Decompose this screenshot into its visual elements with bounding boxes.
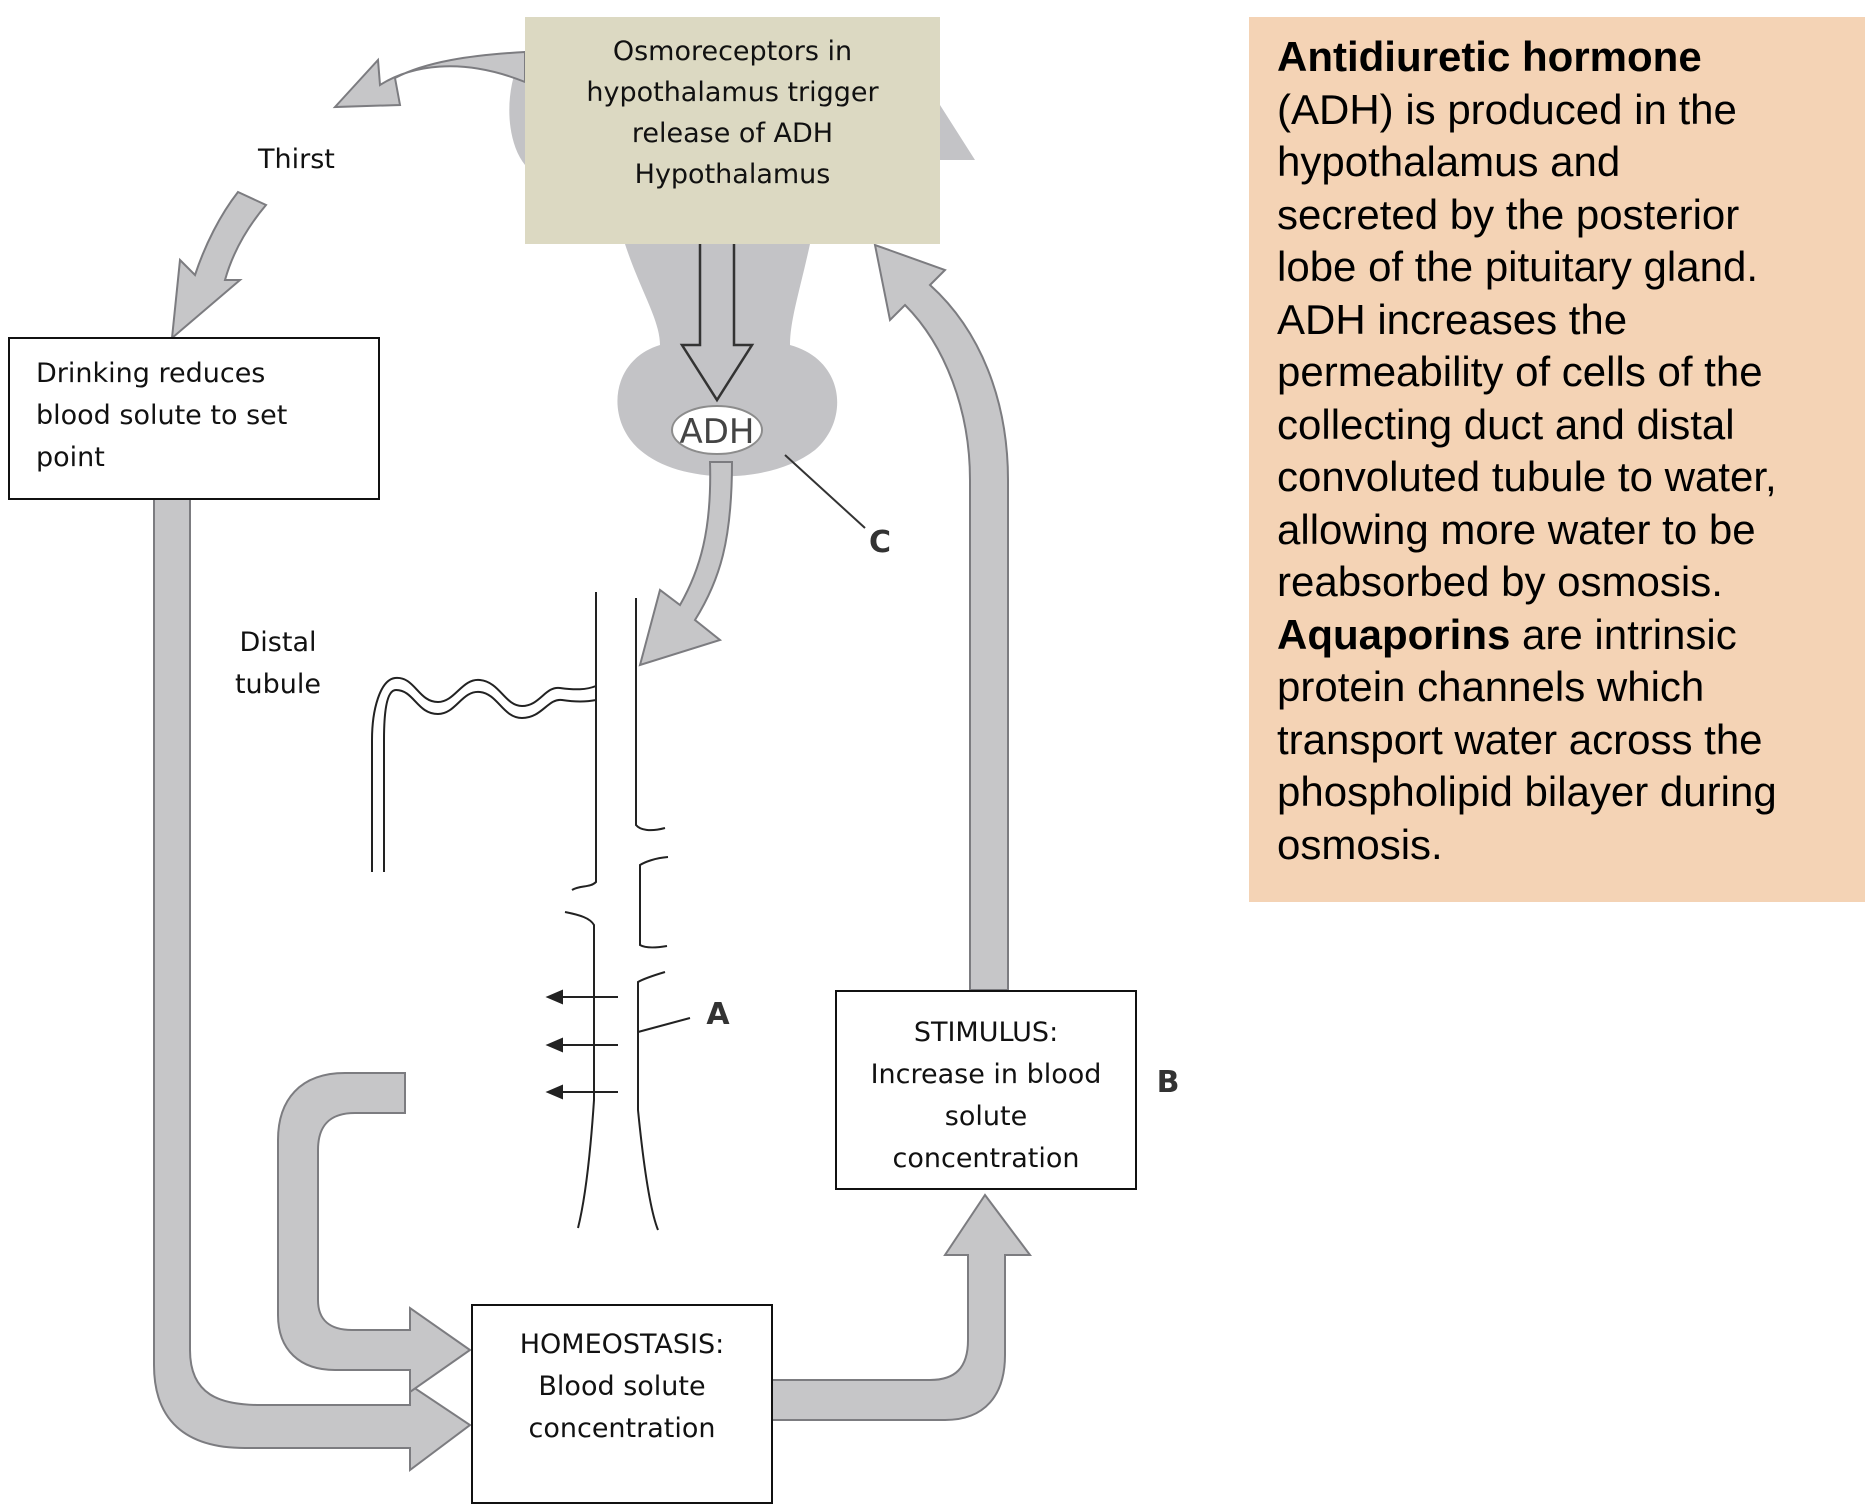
info-line: Aquaporins are intrinsic xyxy=(1277,610,1737,658)
info-line: convoluted tubule to water, xyxy=(1277,453,1777,500)
reabsorption-to-homeostasis-arrow xyxy=(277,1072,472,1394)
hypothalamus-box: Osmoreceptors in hypothalamus trigger re… xyxy=(525,17,940,244)
drinking-to-homeostasis-arrow xyxy=(153,497,472,1472)
hypothalamus-box-line: hypothalamus trigger xyxy=(586,77,879,108)
info-line: phospholipid bilayer during xyxy=(1277,768,1777,815)
info-line: reabsorbed by osmosis. xyxy=(1277,558,1723,605)
info-line: ADH increases the xyxy=(1277,295,1628,343)
stimulus-to-hypothalamus-arrow xyxy=(873,243,1009,991)
thirst-label: Thirst xyxy=(252,139,341,181)
stimulus-box: STIMULUS: Increase in blood solute conce… xyxy=(835,990,1137,1190)
homeostasis-box-line: Blood solute xyxy=(538,1371,706,1402)
hypothalamus-box-line: Osmoreceptors in xyxy=(612,36,853,67)
label-c: C xyxy=(869,525,891,560)
info-line: protein channels which xyxy=(1277,663,1705,710)
distal-tubule-label: Distal tubule xyxy=(220,622,336,706)
distal-tubule-line: tubule xyxy=(234,669,322,700)
homeostasis-box-line: HOMEOSTASIS: xyxy=(519,1329,725,1360)
info-line: transport water across the xyxy=(1277,715,1763,763)
drinking-box-line: Drinking reduces xyxy=(36,358,266,389)
info-line: secreted by the posterior xyxy=(1277,190,1740,238)
adh-oval xyxy=(671,405,763,455)
hypothalamus-box-line: Hypothalamus xyxy=(634,159,831,190)
info-line: permeability of cells of the xyxy=(1277,348,1763,395)
water-reabsorption-arrows xyxy=(545,989,618,1100)
drinking-box-line: blood solute to set xyxy=(36,400,288,431)
collecting-duct-drawing xyxy=(371,592,691,1231)
info-line: osmosis. xyxy=(1277,820,1443,868)
thirst-arrow-bottom xyxy=(170,190,268,341)
label-b: B xyxy=(1157,1065,1180,1100)
stimulus-box-line: Increase in blood xyxy=(870,1059,1102,1090)
stimulus-box-line: solute xyxy=(944,1101,1028,1132)
thirst-arrow-top xyxy=(332,50,526,109)
stimulus-box-line: concentration xyxy=(892,1143,1080,1174)
label-a: A xyxy=(706,997,730,1032)
homeostasis-box-line: concentration xyxy=(528,1413,716,1444)
homeostasis-to-stimulus-arrow xyxy=(771,1193,1032,1421)
info-panel: Antidiuretic hormone (ADH) is produced i… xyxy=(1249,17,1865,902)
distal-tubule-line: Distal xyxy=(239,627,317,658)
drinking-box: Drinking reduces blood solute to set poi… xyxy=(8,337,380,500)
hypothalamus-box-line: release of ADH xyxy=(631,118,834,149)
info-line: collecting duct and distal xyxy=(1277,400,1735,448)
release-arrow xyxy=(679,244,755,403)
drinking-box-line: point xyxy=(36,442,105,473)
info-line: lobe of the pituitary gland. xyxy=(1277,243,1758,290)
info-line: (ADH) is produced in the xyxy=(1277,85,1737,133)
info-line: hypothalamus and xyxy=(1277,138,1621,185)
c-leader-line xyxy=(784,454,866,529)
stimulus-box-line: STIMULUS: xyxy=(913,1017,1059,1048)
info-line: allowing more water to be xyxy=(1277,505,1756,553)
adh-to-duct-arrow xyxy=(638,461,734,667)
adh-label: ADH xyxy=(679,412,754,452)
homeostasis-box: HOMEOSTASIS: Blood solute concentration xyxy=(471,1304,773,1504)
info-line: Antidiuretic hormone xyxy=(1277,33,1702,80)
